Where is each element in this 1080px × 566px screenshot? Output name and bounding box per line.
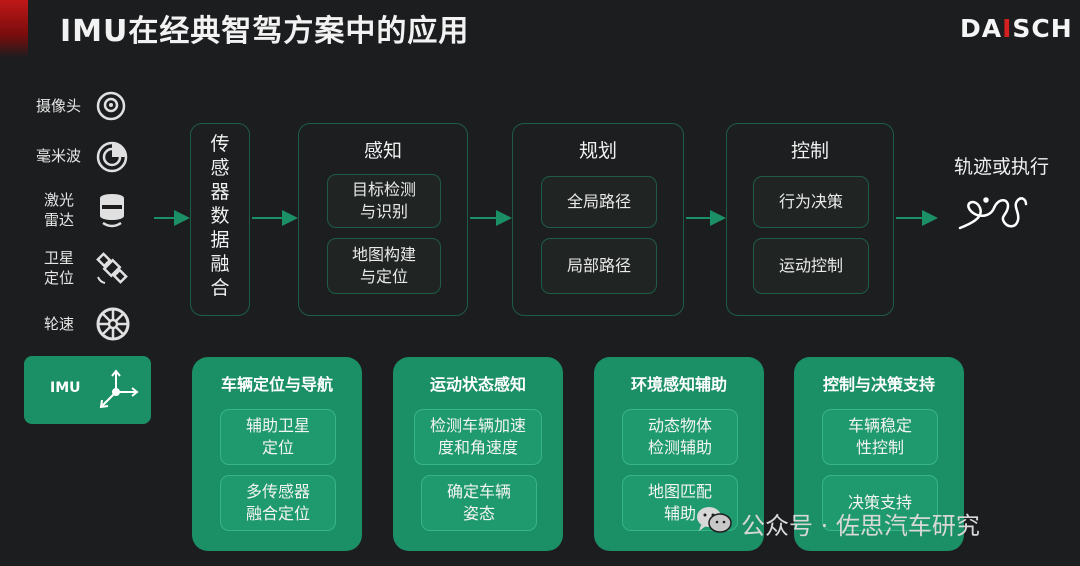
imu-app-title: 车辆定位与导航 [220,375,333,394]
imu-box: IMU [24,356,151,424]
sensor-label-satellite: 卫星定位 [44,249,75,287]
stage-item: 运动控制 [753,238,869,294]
sensor-label-wheel: 轮速 [44,315,75,333]
brand-logo: DAISCH [960,14,1073,43]
imu-app-item: 辅助卫星定位 [220,409,336,465]
wheel-icon [95,306,131,346]
watermark: 公众号 · 佐思汽车研究 [695,504,980,542]
stage-title: 控制 [790,140,829,162]
output-label: 轨迹或执行 [954,156,1050,178]
imu-app-item: 检测车辆加速度和角速度 [414,409,542,465]
stage-item: 目标检测与识别 [327,174,441,228]
imu-app-item: 动态物体检测辅助 [622,409,738,465]
camera-icon [95,90,127,126]
imu-app-item: 车辆稳定性控制 [822,409,938,465]
trajectory-icon [956,188,1030,244]
stage-item: 地图构建与定位 [327,238,441,294]
stage-item: 全局路径 [541,176,657,228]
lidar-icon [97,192,127,234]
radar-icon [95,140,129,178]
sensor-fusion-box: 传 感 器 数 据 融 合 [190,123,250,316]
watermark-text: 公众号 · 佐思汽车研究 [741,511,980,540]
title-accent-bar [0,0,28,58]
imu-app-item: 地图匹配辅助 [622,475,738,531]
page-title: IMU在经典智驾方案中的应用 [60,14,470,49]
wechat-icon [695,504,733,542]
stage-title: 规划 [578,140,617,162]
imu-app-navigation: 车辆定位与导航 辅助卫星定位 多传感器融合定位 [192,357,362,551]
stage-planning: 规划 全局路径 局部路径 [512,123,684,316]
stage-control: 控制 行为决策 运动控制 [726,123,894,316]
imu-app-title: 环境感知辅助 [630,375,727,394]
imu-app-item: 决策支持 [822,475,938,531]
imu-app-title: 运动状态感知 [429,375,526,394]
imu-app-title: 控制与决策支持 [822,375,935,394]
imu-app-environment: 环境感知辅助 动态物体检测辅助 地图匹配辅助 [594,357,764,551]
imu-app-item: 确定车辆姿态 [421,475,537,531]
sensor-label-lidar: 激光雷达 [44,191,75,229]
satellite-icon [94,250,130,290]
imu-app-motion-state: 运动状态感知 检测车辆加速度和角速度 确定车辆姿态 [393,357,563,551]
stage-item: 行为决策 [753,176,869,228]
sensor-label-camera: 摄像头 [36,97,82,115]
imu-label: IMU [50,380,81,396]
imu-app-control-decision: 控制与决策支持 车辆稳定性控制 决策支持 [794,357,964,551]
sensor-label-radar: 毫米波 [36,147,82,165]
stage-title: 感知 [363,140,402,162]
imu-app-item: 多传感器融合定位 [220,475,336,531]
stage-perception: 感知 目标检测与识别 地图构建与定位 [298,123,468,316]
imu-axes-icon [94,366,144,418]
stage-item: 局部路径 [541,238,657,294]
